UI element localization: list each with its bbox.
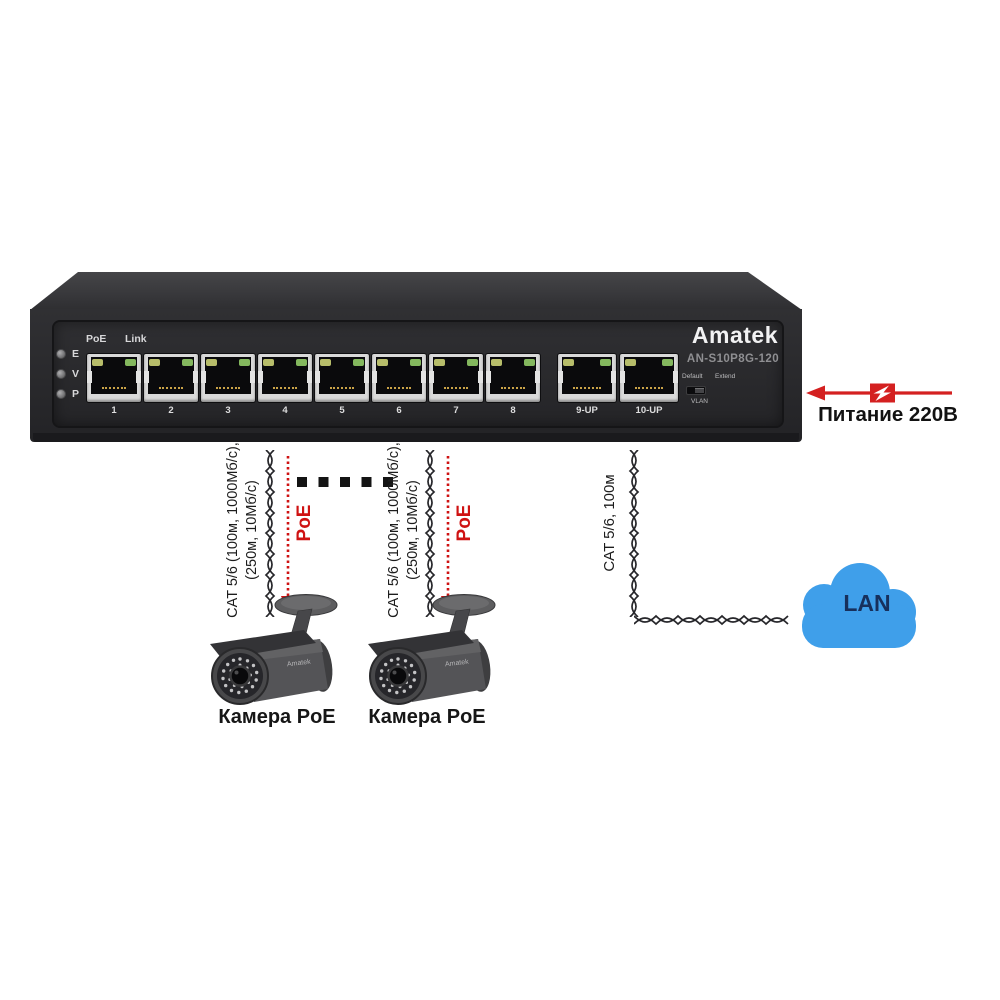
mode-toggle-switch — [686, 386, 706, 395]
lan-label: LAN — [843, 590, 891, 616]
port-number: 6 — [396, 405, 402, 416]
poe-camera-1-illustration — [208, 593, 339, 706]
power-label: Питание 220В — [818, 403, 958, 426]
rj45-port-7 — [429, 354, 483, 402]
port-number: 2 — [168, 405, 174, 416]
rj45-port-10-uplink — [620, 354, 678, 402]
rj45-port-9-uplink — [558, 354, 616, 402]
rj45-port-1 — [87, 354, 141, 402]
port-number: 7 — [453, 405, 459, 416]
status-led-v: V — [56, 368, 79, 380]
uplink-cable-label: CAT 5/6, 100м — [601, 474, 618, 572]
port-number: 8 — [510, 405, 516, 416]
led-label: E — [72, 348, 80, 360]
twisted-pair-cable-icon — [629, 450, 639, 617]
led-label: P — [72, 388, 80, 400]
rj45-port-4 — [258, 354, 312, 402]
switch-front-panel — [52, 320, 784, 428]
power-arrow-icon — [806, 383, 952, 403]
switch-bottom-bevel — [33, 433, 799, 442]
port-number: 4 — [282, 405, 288, 416]
poe-camera-2-illustration — [366, 593, 497, 706]
toggle-label-extend: Extend — [715, 373, 736, 380]
twisted-pair-cable-icon — [634, 615, 789, 625]
port-number: 10-UP — [635, 405, 663, 416]
led-indicator-icon — [56, 389, 66, 399]
rj45-port-3 — [201, 354, 255, 402]
toggle-label-vlan: VLAN — [691, 398, 708, 405]
lan-cloud-icon — [802, 563, 916, 648]
poe-arrow-label-2: PoE — [454, 504, 475, 542]
status-led-e: E — [56, 348, 79, 360]
device-brand: Amatek — [691, 322, 778, 348]
poe-led-header: PoE — [86, 333, 107, 345]
rj45-port-6 — [372, 354, 426, 402]
led-label: V — [72, 368, 80, 380]
link-led-header: Link — [125, 333, 147, 345]
led-indicator-icon — [56, 349, 66, 359]
port-number: 3 — [225, 405, 231, 416]
switch-top-face — [30, 272, 802, 310]
camera-1-label: Камера PoE — [218, 706, 336, 728]
camera-2-label: Камера PoE — [368, 706, 486, 728]
rj45-port-5 — [315, 354, 369, 402]
continuation-dots-icon — [297, 477, 393, 487]
device-model: AN-S10P8G-120 — [686, 353, 779, 365]
poe-switch-device: E V P PoE Link 1 2 3 4 5 6 7 8 9 — [30, 272, 802, 442]
rj45-port-2 — [144, 354, 198, 402]
led-indicator-icon — [56, 369, 66, 379]
port-number: 1 — [111, 405, 117, 416]
port-number: 9-UP — [576, 405, 598, 416]
port-number: 5 — [339, 405, 345, 416]
toggle-label-default: Default — [682, 373, 703, 380]
rj45-port-8 — [486, 354, 540, 402]
poe-arrow-label-1: PoE — [294, 504, 315, 542]
status-led-p: P — [56, 388, 79, 400]
